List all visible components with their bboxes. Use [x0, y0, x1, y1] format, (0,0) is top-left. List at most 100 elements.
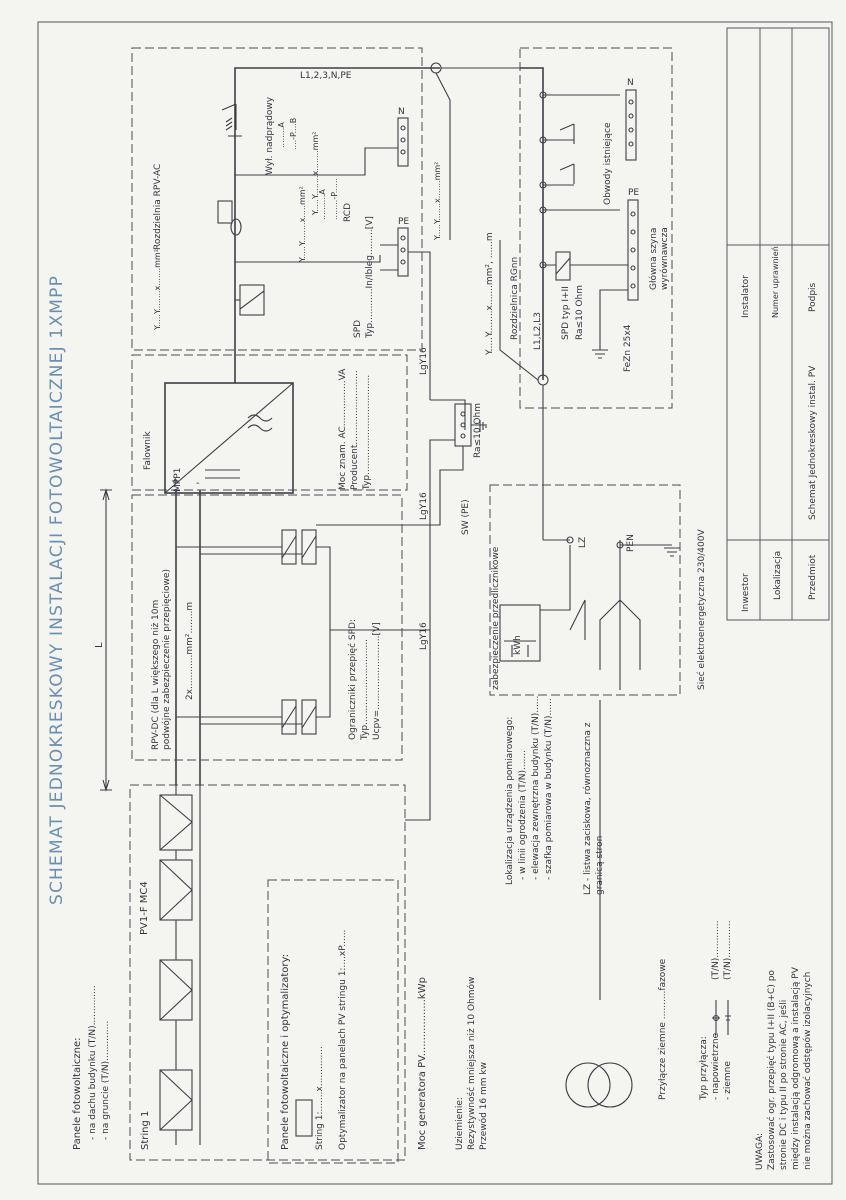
- kwh-meter: [499, 604, 541, 662]
- rpv-ac-box: Rozdzielnia RPV-AC Y.....Y........x.....…: [131, 47, 442, 400]
- pv-panels-ground: - na gruncie (T/N)..............: [101, 1021, 111, 1140]
- inverter-producer: Producent..........................: [350, 370, 360, 490]
- pv-panels-heading: Panele fotowoltaiczne:: [72, 1038, 83, 1151]
- rcd-label: RCD: [343, 203, 353, 222]
- dc-spd-near-inverter: [281, 529, 317, 565]
- connection-tn-1: (T/N).............: [711, 921, 721, 980]
- protection-label: zabezpieczenie przedlicznikowe: [491, 546, 501, 690]
- grid-connection: LZ PEN kWh zabezpieczenie przedlicznikow…: [489, 484, 707, 696]
- breaker-curve: ....-P....B: [289, 118, 298, 150]
- warning-line-2: stronie DC i typu II po stronie AC, jeśl…: [778, 1000, 789, 1170]
- warning-line-3: między instalacją odgromową a instalacją…: [791, 966, 801, 1170]
- rpv-ac-feed-cable: Y.....Y........x.......mm²: [153, 249, 162, 331]
- notes: Panele fotowoltaiczne: - na dachu budynk…: [72, 696, 813, 1170]
- main-pe-label: PE: [628, 188, 639, 198]
- n-busbar: [397, 117, 409, 167]
- main-ra-label: Ra≤10 Ohm: [575, 285, 585, 340]
- drawing-title: SCHEMAT JEDNOKRESKOWY INSTALACJI FOTOWOL…: [47, 275, 67, 905]
- earthing-heading: Uziemienie:: [455, 1097, 465, 1150]
- overcurrent-breaker: [221, 103, 242, 137]
- main-spd-label: SPD typ I+II: [561, 286, 571, 340]
- rpv-ac-feed-label: L1,2,3,N,PE: [300, 71, 352, 81]
- inverter-type: Typ...................................: [362, 375, 372, 491]
- pv-panel: [159, 959, 193, 1021]
- meter-heading: Lokalizacja urządzenia pomiarowego:: [505, 717, 515, 885]
- grid-network-label: Sieć elektroenergetyczna 230/400V: [696, 529, 707, 690]
- pen-label: PEN: [626, 534, 636, 552]
- inverter-box: Falownik MPP1 + - Moc znam. AC..........…: [131, 354, 408, 494]
- spd-dc-typ: Typ..............................: [360, 639, 370, 741]
- warning-line-1: Zastosować ogr. przepięć typu I+II (B+C)…: [766, 970, 777, 1170]
- sw-earthing: SW (PE) Ra≤10 Ohm LgY16 LgY16 LgY16: [316, 347, 487, 821]
- rcd-type: ........-P......: [330, 178, 339, 220]
- optimizers-box: Panele fotowoltaiczne i optymalizatory: …: [267, 879, 399, 1164]
- inverter-label: Falownik: [143, 431, 153, 470]
- pv-panel: [159, 859, 193, 921]
- investor-label: Inwestor: [741, 573, 751, 612]
- pe-bar-label: PE: [398, 217, 409, 227]
- installer-label: Instalator: [741, 275, 751, 318]
- rpv-ac-label: Rozdzielnia RPV-AC: [153, 164, 163, 250]
- ac-spd: [239, 284, 265, 316]
- lz-note-1: LZ - listwa zaciskowa, równoznaczna z: [582, 722, 593, 895]
- spd-dc-heading: Ograniczniki przepięć SPD:: [347, 619, 358, 740]
- dc-minus: -: [196, 478, 200, 489]
- optimizers-heading: Panele fotowoltaiczne i optymalizatory:: [280, 954, 291, 1150]
- sw-ra: Ra≤10 Ohm: [473, 403, 483, 458]
- optimizers-line: Optymalizator na panelach PV stringu 1:.…: [338, 930, 348, 1150]
- pe-busbar: [397, 227, 409, 277]
- phases-label: L1,L2,L3: [533, 312, 543, 350]
- meter-option-3: - szafka pomiarowa w budynku (T/N)......: [544, 698, 554, 880]
- main-board-box: Rozdzielnica RGnn Y.....Y........x......…: [485, 47, 673, 540]
- connection-overhead: - napowietrzne: [711, 1032, 721, 1100]
- generator-power: Moc generatora PV..................kWp: [417, 977, 428, 1150]
- signature-label: Podpis: [808, 282, 818, 312]
- pv-panel: [159, 794, 193, 851]
- existing-circuits: [559, 123, 575, 184]
- title-block: Inwestor Instalator Lokalizacja Numer up…: [726, 27, 830, 621]
- connection-ground: - ziemne: [723, 1061, 733, 1100]
- lgy16-top: LgY16: [419, 347, 429, 375]
- warning-line-4: nie można zachować odstępów izolacyjnych: [802, 972, 813, 1170]
- breaker-label: Wył. nadprądowy: [265, 96, 275, 175]
- meter-option-2: - elewacja zewnętrzna budynku (T/N).....…: [531, 696, 541, 880]
- transformer-symbol: [565, 1062, 633, 1108]
- main-n-label: N: [627, 78, 634, 88]
- ac-cable-pe: Y.....Y........x.....mm²: [298, 186, 307, 263]
- lz-note-2: granicą stron: [595, 836, 605, 895]
- earthing-line-1: Rezystywność mniejsza niż 10 Ohmów: [466, 977, 477, 1150]
- existing-circuits-label: Obwody istniejące: [603, 122, 613, 205]
- rpv-dc-box: RPV-DC (dla L większego niż 10m podwójne…: [131, 494, 403, 761]
- n-bar-label: N: [398, 107, 405, 117]
- dc-cable-spec: 2x............mm²........m: [185, 602, 195, 700]
- ac-cable-out: Y.....Y.......x.......mm²: [433, 162, 442, 241]
- drawing-frame: [37, 21, 833, 1185]
- rpv-dc-label-2: podwójne zabezpieczenie przepięciowe): [161, 569, 172, 750]
- connection-tn-2: (T/N).............: [723, 921, 733, 980]
- connection-type-heading: Typ przyłącza:: [699, 1036, 709, 1101]
- warning-heading: UWAGA:: [755, 1133, 765, 1170]
- main-spd: [555, 251, 571, 281]
- earthing-line-2: Przewód 16 mm kw: [478, 1062, 489, 1150]
- rcd-rating: ..........A: [318, 189, 327, 220]
- busbar-label-2: wyrównawcza: [659, 227, 670, 290]
- svg-text:L: L: [94, 642, 105, 648]
- cable-type-label: PV1-F MC4: [139, 881, 150, 935]
- pv-panels-roof: - na dachu budynku (T/N)..............: [88, 985, 98, 1140]
- main-board-label: Rozdzielnica RGnn: [510, 257, 520, 340]
- ac-spd-typ: Typ............In/Ibleg.........[V]: [365, 216, 375, 339]
- ac-cable-n: Y.....Y........x........mm²: [311, 132, 320, 216]
- sw-label: SW (PE): [461, 499, 471, 535]
- ac-spd-label: SPD: [353, 320, 363, 338]
- mpp-label: MPP1: [173, 468, 183, 492]
- subject-label: Przedmiot: [808, 554, 818, 600]
- earth-electrode-label: FeZn 25x4: [623, 324, 633, 372]
- lgy16-bottom: LgY16: [419, 622, 429, 650]
- inverter-power: Moc znam. AC................VA: [338, 368, 348, 490]
- dc-plus: +: [171, 476, 179, 487]
- rcd: [217, 200, 242, 236]
- meter-option-1: - w linii ogrodzenia (T/N).......: [518, 750, 528, 880]
- breaker-rating: ........A: [277, 122, 286, 148]
- lgy16-mid: LgY16: [419, 492, 429, 520]
